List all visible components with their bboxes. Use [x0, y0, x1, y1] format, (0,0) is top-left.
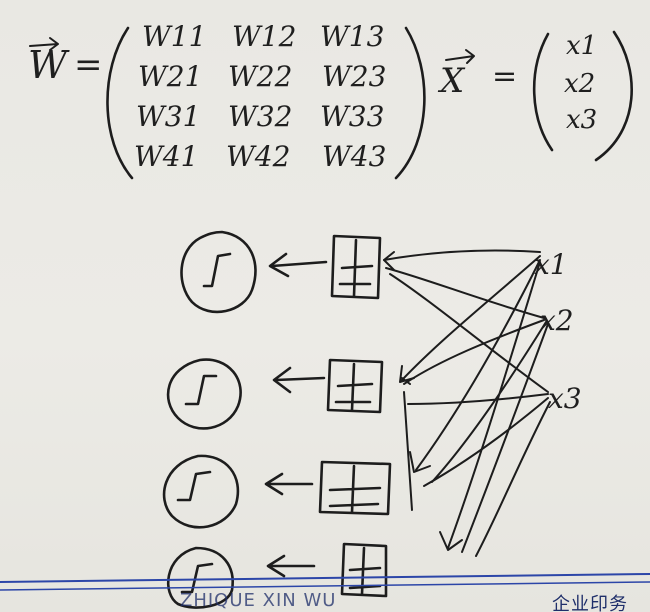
- left-arrow-icon: [272, 366, 326, 394]
- activation-node: [162, 454, 240, 529]
- summation-box: [330, 234, 382, 300]
- vector-cell: x2: [564, 69, 595, 99]
- matrix-cell: W22: [228, 60, 292, 93]
- vector-left-paren: [532, 32, 554, 152]
- input-label-x3: x3: [548, 382, 582, 415]
- left-arrow-icon: [264, 472, 314, 496]
- matrix-right-paren: [394, 26, 426, 180]
- matrix-cell: W21: [138, 60, 202, 93]
- matrix-cell: W13: [320, 20, 384, 53]
- plus-icon: [328, 464, 382, 514]
- matrix-cell: W33: [320, 100, 384, 133]
- vector-arrow-icon: [445, 49, 475, 64]
- matrix-cell: W31: [136, 100, 200, 133]
- vector-right-paren: [594, 30, 633, 162]
- left-arrow-icon: [266, 554, 316, 578]
- plus-icon: [338, 238, 374, 298]
- weighted-connections: [383, 249, 551, 557]
- equals-sign: =: [74, 45, 103, 85]
- matrix-cell: W23: [322, 60, 386, 93]
- step-function-icon: [176, 470, 212, 502]
- summation-box: [340, 542, 388, 598]
- plus-icon: [348, 546, 382, 596]
- equals-sign: =: [492, 59, 517, 94]
- matrix-cell: W12: [232, 20, 296, 53]
- weight-matrix: W11 W12 W13 W21 W22 W23 W31 W32 W33 W41 …: [134, 20, 386, 173]
- left-arrow-icon: [268, 252, 328, 278]
- step-function-icon: [202, 252, 232, 288]
- vector-arrow-icon: [29, 37, 59, 51]
- activation-node: [166, 358, 242, 430]
- matrix-cell: W32: [228, 100, 292, 133]
- vector-cell: x3: [566, 105, 597, 135]
- activation-node: [180, 230, 257, 314]
- matrix-cell: W43: [322, 140, 386, 173]
- matrix-cell: W42: [226, 140, 290, 173]
- matrix-cell: W41: [134, 140, 198, 173]
- input-vector: x1 x2 x3: [564, 31, 597, 135]
- summation-box: [318, 460, 392, 516]
- input-vector-label: X =: [437, 49, 517, 101]
- weight-vector-label: W =: [28, 37, 103, 87]
- summation-box: [326, 358, 384, 414]
- matrix-left-paren: [106, 26, 134, 180]
- connection-arrowheads: [383, 251, 463, 551]
- plus-icon: [334, 362, 374, 412]
- w-symbol: W: [28, 43, 70, 87]
- x-symbol: X: [437, 61, 466, 101]
- step-function-icon: [184, 374, 218, 406]
- footer-lines: [0, 573, 650, 591]
- footer-right-text: 企业印务: [552, 594, 628, 612]
- vector-cell: x1: [566, 31, 597, 61]
- matrix-cell: W11: [142, 20, 206, 53]
- footer-left-text: ZHIQUE XIN WU: [180, 590, 337, 611]
